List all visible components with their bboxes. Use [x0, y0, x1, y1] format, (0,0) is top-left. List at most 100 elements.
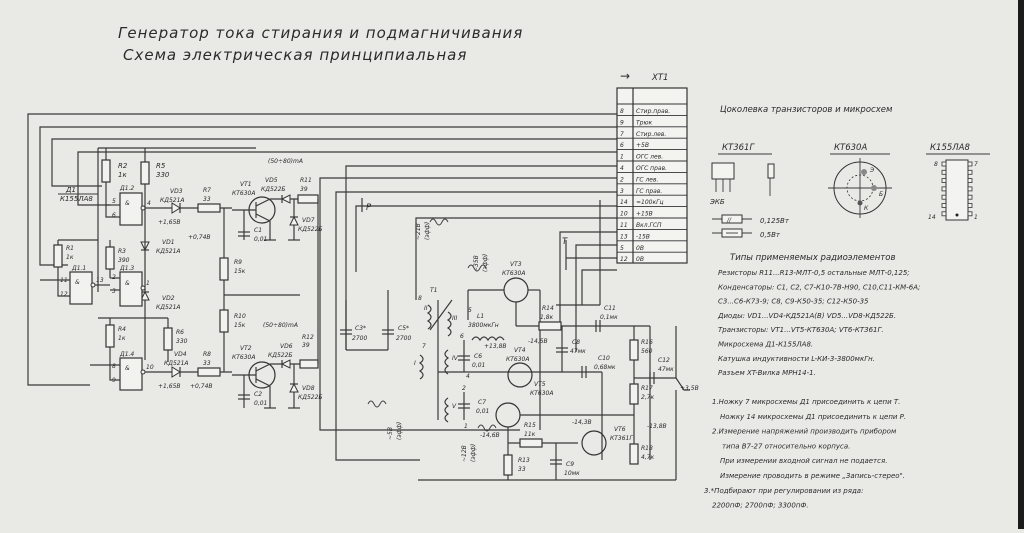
- l1-voltage: +13,8В: [484, 343, 507, 350]
- note-line: 1.Ножку 7 микросхемы Д1 присоединить к ц…: [712, 398, 900, 406]
- r10-ref: R10: [234, 313, 246, 320]
- diode-vd3: [171, 202, 181, 214]
- connector-pin-label: ГС лев.: [636, 176, 659, 183]
- t1-wind-iv-label: IV: [452, 355, 459, 362]
- component-type-line: Микросхема Д1-К155ЛА8.: [718, 341, 813, 349]
- connector-pin-number: 4: [620, 165, 624, 172]
- r4-val: 1к: [118, 335, 126, 342]
- t1-pin-6: 6: [460, 333, 464, 340]
- r16-ref: R16: [641, 339, 653, 346]
- current-label-1: (50÷80)mA: [268, 158, 303, 165]
- resistor-r1: [53, 244, 63, 268]
- ic-pin: [941, 203, 947, 208]
- diode-vd5: [280, 194, 291, 204]
- r14-ref: R14: [542, 305, 554, 312]
- vd4-ref: VD4: [174, 351, 187, 358]
- vd2-type: КД521А: [156, 304, 181, 311]
- vt5-voltage: -14,6В: [480, 432, 500, 439]
- vd3-ref: VD3: [170, 188, 183, 195]
- t1-winding-iii: [446, 311, 452, 337]
- r1-val: 1к: [66, 254, 74, 261]
- kt361-name: КТ361Г: [722, 143, 755, 153]
- t1-winding-v: [444, 397, 450, 423]
- c6-val: 0,01: [472, 362, 485, 369]
- ic-pin: [941, 186, 947, 192]
- r5-val: 330: [156, 171, 170, 179]
- connector-pin-label: ГС прав.: [636, 188, 662, 195]
- ic-pin: [967, 194, 973, 200]
- diode-vd2: [140, 290, 150, 301]
- components-heading: Типы применяемых радиоэлементов: [730, 253, 895, 263]
- gate-d1-4-out: 10: [146, 364, 154, 371]
- t1-winding-i: [418, 354, 424, 380]
- r7-ref: R7: [203, 187, 211, 194]
- gate-d1-4-symbol: &: [125, 365, 130, 372]
- component-type-line: Транзисторы: VT1...VT5-КТ630А; VT6-КТ361…: [718, 326, 884, 334]
- c11-ref: C11: [604, 305, 616, 312]
- ic-pin: [941, 169, 947, 175]
- vt1-type: КТ630А: [232, 190, 255, 197]
- r6-ref: R6: [176, 329, 184, 336]
- plus35-voltage: +3,5В: [680, 385, 699, 392]
- vd4-voltage: +1,65В: [158, 383, 181, 390]
- r14-val: 1,8к: [540, 314, 554, 321]
- ic-pin: [967, 203, 973, 208]
- t1-pin-4: 4: [466, 373, 470, 380]
- component-type-line: Резисторы R11...R13-МЛТ-0,5 остальные МЛ…: [718, 269, 910, 277]
- vt1-ref: VT1: [240, 181, 252, 188]
- r8-voltage: +0,74В: [190, 383, 213, 390]
- r16-val: 560: [641, 348, 653, 355]
- net-p-label: Р: [366, 203, 372, 213]
- resistor-r12: [299, 359, 319, 369]
- gate-d1-3-ref: Д1.3: [119, 265, 134, 272]
- connector-pin-label: +5В: [636, 142, 649, 149]
- note-line: 2200пФ; 2700пФ; 3300пФ.: [712, 502, 809, 510]
- r6-val: 330: [176, 338, 188, 345]
- resistor-r13: [503, 454, 513, 476]
- c8-val: 47мк: [570, 348, 586, 355]
- kt630-name: КТ630А: [834, 143, 867, 153]
- vd6-type: КД522Б: [268, 352, 293, 359]
- connector-pin-label: Вкл.ГСП: [636, 222, 662, 229]
- transistor-vt3: [503, 277, 529, 303]
- resistor-r16: [629, 339, 639, 361]
- c3-val: 2700: [352, 335, 367, 342]
- connector-arrow: →: [620, 69, 630, 83]
- vd1-type: КД521А: [156, 248, 181, 255]
- title-line-1: Генератор тока стирания и подмагничивани…: [118, 24, 523, 42]
- c6-ref: C6: [474, 353, 482, 360]
- note-line: Измерение проводить в режиме „Запись-сте…: [720, 472, 905, 480]
- connector-pin-number: 1: [620, 154, 624, 161]
- connector-pin-label: ≈100кГц: [636, 199, 664, 206]
- r3-ref: R3: [118, 248, 126, 255]
- gate-d1-4: [119, 357, 143, 391]
- resistor-r17: [629, 383, 639, 405]
- k155-body: [945, 159, 969, 221]
- diode-vd8: [289, 382, 299, 393]
- connector-pin-label: Стир.прав.: [636, 108, 670, 115]
- t1-pin-5: 5: [468, 307, 472, 314]
- waveform-icon: [429, 218, 449, 226]
- t1-winding-iv: [444, 349, 450, 375]
- connector-pin-number: 13: [620, 233, 628, 240]
- component-type-line: Диоды: VD1...VD4-КД521А(В) VD5...VD8-КД5…: [717, 312, 896, 320]
- vt6-voltage: -14,3В: [572, 419, 592, 426]
- t1-pin-7: 7: [422, 343, 426, 350]
- vt5-type: КТ630А: [530, 390, 553, 397]
- connector-pin-number: 6: [620, 142, 624, 149]
- k155-name: К155ЛА8: [930, 143, 970, 153]
- vt6-ref: VT6: [614, 426, 626, 433]
- r8-ref: R8: [203, 351, 211, 358]
- kt630-emitter: Э: [869, 167, 875, 174]
- r3-val: 390: [118, 257, 130, 264]
- connector-pin-number: 12: [620, 256, 628, 263]
- resistor-r7: [197, 203, 221, 213]
- c1-ref: C1: [254, 227, 262, 234]
- ac-voltage-4: ~12В: [461, 445, 468, 462]
- vd4-type: КД521А: [164, 360, 189, 367]
- vt4-voltage: -14,5В: [528, 338, 548, 345]
- inductor-l1: [471, 336, 505, 342]
